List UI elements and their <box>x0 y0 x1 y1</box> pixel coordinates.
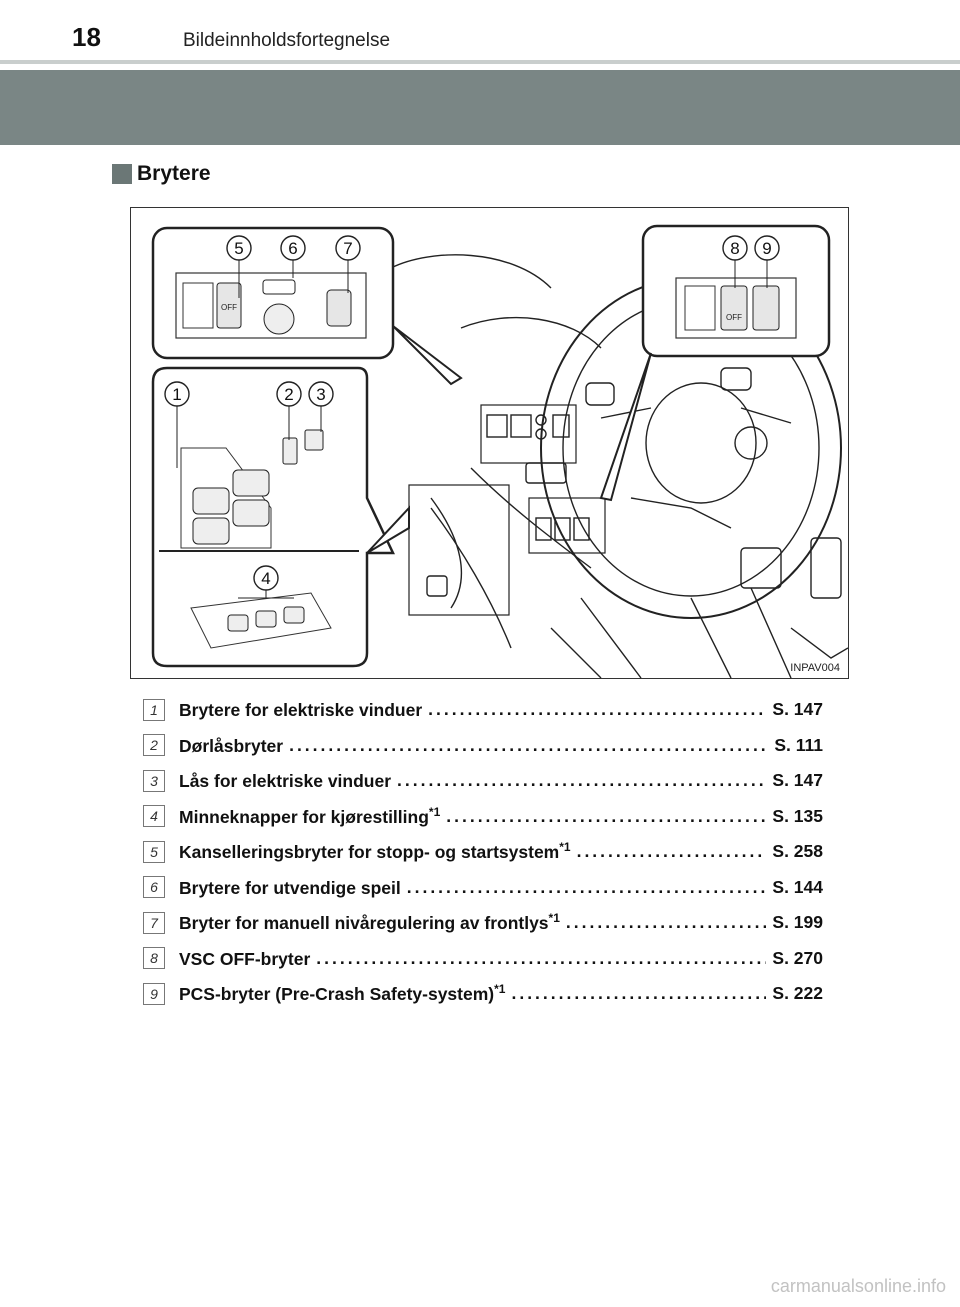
page-reference[interactable]: S. 270 <box>772 947 823 968</box>
item-label: Brytere for utvendige speil <box>179 877 401 898</box>
callout-circle-5 <box>226 235 252 261</box>
switches-illustration: OFF OFF <box>130 207 849 679</box>
illustration-svg: OFF OFF <box>151 224 848 678</box>
footnote-marker: *1 <box>559 840 571 855</box>
header-band <box>0 70 960 145</box>
list-item: 1 Brytere for elektriske vinduer .......… <box>143 692 823 728</box>
header-title: Bildeinnholdsfortegnelse <box>183 30 391 51</box>
list-item: 2 Dørlåsbryter .........................… <box>143 728 823 764</box>
item-number: 1 <box>143 698 165 721</box>
callout-number-9: 9 <box>762 239 771 258</box>
header-rule <box>0 60 960 64</box>
item-label: VSC OFF-bryter <box>179 948 311 969</box>
list-item: 9 PCS-bryter (Pre-Crash Safety-system)*1… <box>143 976 823 1012</box>
callout-circle-1 <box>164 381 190 407</box>
callout-circle-2 <box>276 381 302 407</box>
callout-circle-7 <box>335 235 361 261</box>
footnote-marker: *1 <box>494 982 506 997</box>
callout-number-2: 2 <box>284 385 293 404</box>
item-label: Lås for elektriske vinduer <box>179 771 392 792</box>
section-heading: Brytere <box>112 162 211 186</box>
footnote-marker: *1 <box>428 804 441 819</box>
page-number: 18 <box>72 22 101 52</box>
callout-panel-vsc-pcs: OFF <box>599 224 831 502</box>
callout-panel-door-switches <box>151 366 410 668</box>
page-reference[interactable]: S. 147 <box>772 699 823 720</box>
callout-markers: 5 6 7 8 9 1 2 3 4 <box>164 235 780 591</box>
item-number: 2 <box>143 734 165 757</box>
callout-circle-3 <box>308 381 334 407</box>
watermark: carmanualsonline.info <box>770 1276 946 1296</box>
callout-circle-4 <box>253 565 279 591</box>
list-item: 4 Minneknapper for kjørestilling*1 .....… <box>143 799 823 835</box>
page-reference[interactable]: S. 258 <box>772 841 823 862</box>
page-reference[interactable]: S. 135 <box>772 805 823 826</box>
svg-text:OFF: OFF <box>726 313 742 322</box>
switch-list: 1 Brytere for elektriske vinduer .......… <box>143 692 823 1012</box>
item-label: Kanselleringsbryter for stopp- og starts… <box>179 840 571 863</box>
section-bullet-square <box>112 164 132 184</box>
item-number: 9 <box>143 982 165 1005</box>
callout-circle-8 <box>722 235 748 261</box>
item-number: 8 <box>143 947 165 970</box>
section-title: Brytere <box>137 162 211 185</box>
figure-code: INPAV004 <box>790 662 840 674</box>
item-number: 5 <box>143 840 165 863</box>
callout-number-4: 4 <box>261 569 270 588</box>
leader-dots: ........................................… <box>446 805 767 826</box>
callout-number-3: 3 <box>316 385 325 404</box>
leader-dots: ........................................… <box>406 876 767 897</box>
callout-number-6: 6 <box>288 239 297 258</box>
item-number: 4 <box>143 805 165 828</box>
leader-dots: ........................................… <box>511 983 766 1004</box>
leader-dots: ........................................… <box>565 912 767 933</box>
leader-dots: ........................................… <box>397 770 767 791</box>
item-label: Minneknapper for kjørestilling*1 <box>179 804 441 827</box>
callout-number-8: 8 <box>730 239 739 258</box>
item-number: 6 <box>143 876 165 899</box>
callout-circle-6 <box>280 235 306 261</box>
list-item: 6 Brytere for utvendige speil ..........… <box>143 870 823 906</box>
svg-text:OFF: OFF <box>221 303 237 312</box>
item-label: Bryter for manuell nivåregulering av fro… <box>179 911 560 934</box>
page-reference[interactable]: S. 199 <box>772 912 823 933</box>
list-item: 7 Bryter for manuell nivåregulering av f… <box>143 905 823 941</box>
list-item: 8 VSC OFF-bryter .......................… <box>143 941 823 977</box>
leader-dots: ........................................… <box>576 841 767 862</box>
page-reference[interactable]: S. 111 <box>774 734 823 755</box>
item-label: PCS-bryter (Pre-Crash Safety-system)*1 <box>179 982 506 1005</box>
item-label: Brytere for elektriske vinduer <box>179 700 423 721</box>
leader-dots: ........................................… <box>316 947 767 968</box>
item-number: 7 <box>143 911 165 934</box>
item-number: 3 <box>143 769 165 792</box>
callout-panel-mirror-switches: OFF <box>151 226 463 386</box>
item-label: Dørlåsbryter <box>179 735 284 756</box>
footnote-marker: *1 <box>548 911 560 926</box>
list-item: 3 Lås for elektriske vinduer ...........… <box>143 763 823 799</box>
page-reference[interactable]: S. 144 <box>772 876 823 897</box>
list-item: 5 Kanselleringsbryter for stopp- og star… <box>143 834 823 870</box>
page-reference[interactable]: S. 222 <box>772 983 823 1004</box>
callout-number-7: 7 <box>343 239 352 258</box>
leader-dots: ........................................… <box>289 734 769 755</box>
page-reference[interactable]: S. 147 <box>772 770 823 791</box>
callout-number-5: 5 <box>234 239 243 258</box>
leader-dots: ........................................… <box>428 699 767 720</box>
callout-number-1: 1 <box>172 385 181 404</box>
callout-circle-9 <box>754 235 780 261</box>
